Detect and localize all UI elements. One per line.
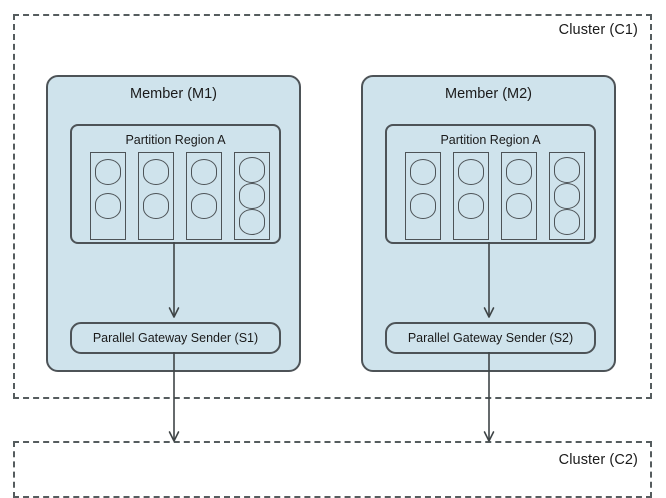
bucket-entry [95, 193, 121, 219]
gateway-sender-label: Parallel Gateway Sender (S2) [407, 331, 574, 345]
bucket-column [90, 152, 126, 240]
bucket-entry [410, 159, 436, 185]
bucket-entry [191, 193, 217, 219]
partition-region-m1: Partition Region A [70, 124, 281, 244]
arrow-sender-to-cluster-c2-m2 [483, 352, 495, 442]
cluster-c2 [13, 441, 652, 498]
partition-region-title: Partition Region A [440, 133, 541, 147]
bucket-column [453, 152, 489, 240]
cluster-c2-label: Cluster (C2) [558, 452, 638, 468]
arrow-sender-to-cluster-c2-m1 [168, 352, 180, 442]
member-title-m1: Member (M1) [129, 86, 217, 102]
bucket-entry [143, 193, 169, 219]
cluster-c1-label: Cluster (C1) [558, 22, 638, 38]
partition-region-m2: Partition Region A [385, 124, 596, 244]
member-box-m2: Member (M2) Partition Region A Parallel Ga… [361, 75, 616, 372]
bucket-entry [95, 159, 121, 185]
bucket-entry [506, 193, 532, 219]
bucket-entry [554, 157, 580, 183]
bucket-column [186, 152, 222, 240]
bucket-entry [143, 159, 169, 185]
bucket-entry [506, 159, 532, 185]
bucket-column [138, 152, 174, 240]
bucket-column [501, 152, 537, 240]
bucket-column [234, 152, 270, 240]
bucket-entry [239, 209, 265, 235]
partition-region-title: Partition Region A [125, 133, 226, 147]
member-title-m2: Member (M2) [444, 86, 532, 102]
cluster-c1 [13, 14, 652, 399]
arrow-region-to-sender-m2 [483, 242, 495, 318]
bucket-entry [239, 183, 265, 209]
bucket-entry [554, 209, 580, 235]
member-box-m1: Member (M1) Partition Region A Parallel Ga… [46, 75, 301, 372]
bucket-entry [239, 157, 265, 183]
gateway-sender-s1: Parallel Gateway Sender (S1) [70, 322, 281, 354]
arrow-region-to-sender-m1 [168, 242, 180, 318]
bucket-entry [458, 193, 484, 219]
bucket-column [405, 152, 441, 240]
bucket-entry [191, 159, 217, 185]
bucket-entry [410, 193, 436, 219]
bucket-entry [458, 159, 484, 185]
gateway-sender-s2: Parallel Gateway Sender (S2) [385, 322, 596, 354]
bucket-column [549, 152, 585, 240]
gateway-sender-label: Parallel Gateway Sender (S1) [92, 331, 259, 345]
bucket-entry [554, 183, 580, 209]
